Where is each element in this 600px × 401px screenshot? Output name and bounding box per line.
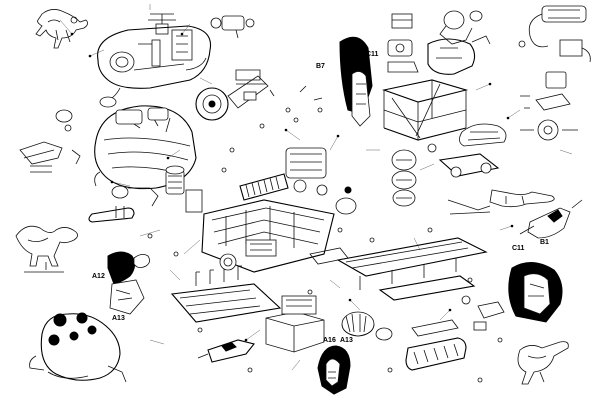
drive-wheel-assembly: [195, 69, 269, 121]
claw-component-bottom: [197, 339, 255, 363]
battery-pack-cable: [518, 5, 591, 63]
gearbox-component-top: [210, 15, 255, 39]
small-creature-bottom-right: [517, 341, 569, 385]
helmet-piece-a16: [317, 345, 351, 395]
part-label-a13-bottom: A13: [340, 337, 353, 344]
crocodile-figure-right: [489, 189, 555, 208]
part-label-b1: B1: [540, 239, 549, 246]
hand-part-left: [133, 254, 150, 268]
crouching-creature-figure: [29, 312, 127, 383]
frame-bracket-right: [438, 153, 500, 215]
sauropod-dinosaur-figure: [15, 225, 78, 273]
chassis-rail-frame: [309, 237, 488, 301]
part-label-c11-top: C11: [366, 51, 379, 58]
raptor-claw-figure: [519, 199, 583, 239]
right-mid-small-parts: [461, 295, 505, 331]
part-label-a12: A12: [92, 273, 105, 280]
rider-figure-top-right: [427, 10, 491, 75]
cockpit-shell-assembly: [97, 13, 212, 108]
mini-dinosaur-figure-top-left: [35, 9, 88, 49]
leader-lines: [59, 4, 573, 371]
gear-column-center: [335, 149, 417, 215]
top-center-small-boxes: [387, 13, 419, 73]
dome-body-housing: [94, 105, 197, 190]
base-tray-frame: [170, 265, 282, 323]
tail-tool-parts: [88, 185, 159, 223]
left-small-parts: [19, 109, 81, 173]
threaded-shaft: [239, 173, 289, 201]
main-engine-block: [201, 199, 335, 273]
track-assembly-bottom: [405, 319, 467, 371]
part-label-b7: B7: [316, 63, 325, 70]
gear-drum: [341, 311, 393, 341]
cylinder-piston-parts: [165, 165, 203, 213]
crate-housing-bottom: [265, 295, 325, 353]
armor-plate-a12: [107, 251, 145, 315]
part-label-a16: A16: [323, 337, 336, 344]
loose-screws-and-pins: [147, 85, 503, 383]
callout-dots: [70, 32, 514, 342]
part-label-a13-left: A13: [112, 315, 125, 322]
cage-frame-structure: [381, 79, 469, 153]
cover-plate-c11-b1: [508, 262, 563, 323]
seat-piece-right: [459, 123, 507, 147]
part-label-c11-right: C11: [512, 245, 525, 252]
servo-mechanism-right: [520, 71, 578, 141]
fin-plate-b7: [339, 36, 373, 127]
motor-housing-center: [285, 147, 328, 196]
